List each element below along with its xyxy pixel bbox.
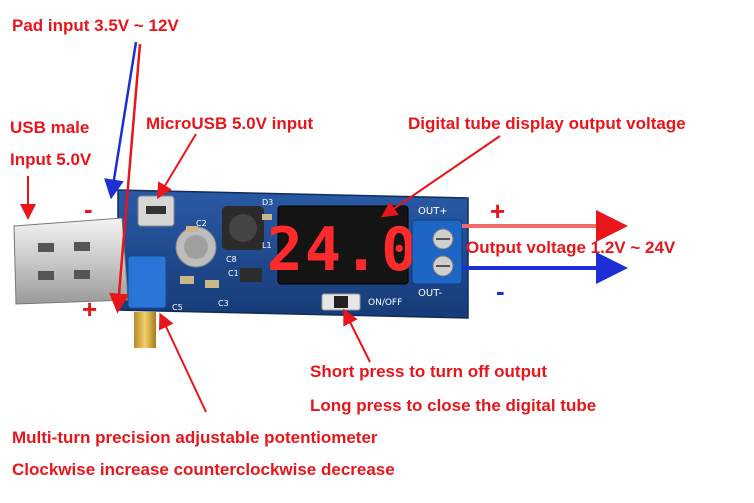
potentiometer (127, 255, 167, 348)
silk-c2: C2 (196, 219, 207, 228)
silk-c8: C8 (226, 255, 237, 264)
label-microusb: MicroUSB 5.0V input (146, 114, 314, 133)
inductor (222, 206, 264, 250)
silk-out-minus: OUT- (418, 288, 442, 299)
arrow-switch (343, 308, 371, 363)
silk-d3: D3 (262, 198, 273, 207)
microusb-port (137, 195, 175, 227)
arrow-pad-input-blue (104, 41, 138, 200)
sign-input-minus: - (84, 194, 93, 224)
output-terminal-block (411, 219, 463, 285)
electrolytic-capacitor (175, 226, 217, 268)
label-potentiometer: Multi-turn precision adjustable potentio… (12, 428, 378, 447)
smd-components (180, 214, 272, 288)
label-long-press: Long press to close the digital tube (310, 396, 597, 415)
silk-out-plus: OUT+ (418, 206, 448, 217)
silk-vin-minus: VIN- (101, 209, 116, 217)
arrow-microusb (156, 133, 197, 200)
usb-male-plug (13, 217, 129, 305)
sign-output-minus: - (496, 276, 505, 306)
arrow-pad-input-red (109, 43, 142, 314)
arrow-digital-tube (381, 135, 501, 218)
label-usb-input-voltage: Input 5.0V (10, 150, 92, 169)
label-digital-tube: Digital tube display output voltage (408, 114, 686, 133)
silk-c5: C5 (172, 303, 183, 312)
digital-tube-display (277, 205, 409, 285)
sign-input-plus: + (82, 294, 98, 324)
silk-on-off: ON/OFF (368, 298, 402, 308)
silk-c1: C1 (228, 269, 239, 278)
arrow-potentiometer (158, 312, 207, 413)
silk-l1: L1 (262, 241, 272, 250)
sign-output-plus: + (490, 196, 506, 226)
label-potentiometer-direction: Clockwise increase counterclockwise decr… (12, 460, 395, 479)
display-readout: 24.0 (267, 215, 420, 285)
silk-vin-plus: VIN+ (101, 307, 119, 315)
label-short-press: Short press to turn off output (310, 362, 548, 381)
on-off-switch (321, 293, 361, 311)
label-usb-male: USB male (10, 118, 90, 137)
silk-c3: C3 (218, 299, 229, 308)
label-output-voltage: Output voltage 1.2V ~ 24V (466, 238, 676, 257)
label-pad-input: Pad input 3.5V ~ 12V (12, 16, 179, 35)
